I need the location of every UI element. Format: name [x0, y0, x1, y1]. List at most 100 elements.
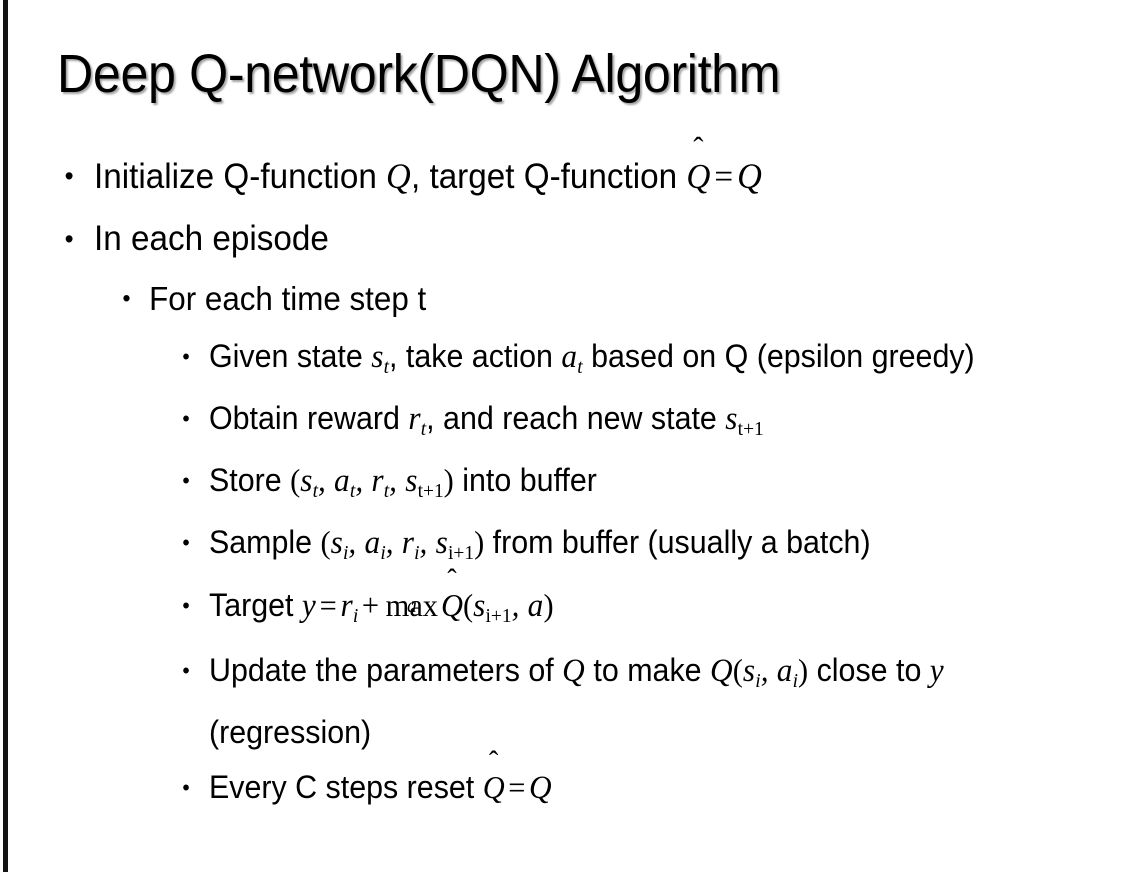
- text-fragment: , take action: [388, 338, 562, 374]
- math-max-under-index: a: [406, 594, 417, 617]
- math-s-subscript: t: [312, 480, 319, 503]
- text-fragment: (regression): [209, 713, 372, 750]
- math-comma: ,: [355, 463, 372, 500]
- math-r-subscript: t: [383, 480, 390, 503]
- math-s: s: [371, 339, 384, 375]
- math-comma: ,: [419, 525, 436, 562]
- slide-body: Initialize Q-function Q, target Q-functi…: [0, 146, 1124, 814]
- math-paren-close: ): [543, 586, 554, 623]
- text-fragment: Update the parameters of: [209, 651, 563, 688]
- bullet-initialize-q: Initialize Q-function Q, target Q-functi…: [0, 146, 1068, 207]
- math-comma: ,: [385, 525, 402, 562]
- text-fragment: into buffer: [453, 462, 597, 499]
- math-q-func: Q: [710, 652, 733, 689]
- math-plus: +: [361, 586, 380, 623]
- math-a: a: [561, 339, 578, 375]
- text-fragment: Store: [209, 462, 291, 499]
- bullet-update-parameters: Update the parameters of Q to make Q(si,…: [0, 645, 1068, 758]
- text-fragment: For each time step t: [149, 280, 427, 317]
- math-s-next: s: [435, 525, 448, 562]
- math-paren-open: (: [732, 651, 743, 688]
- text-fragment: Sample: [209, 524, 321, 561]
- math-q-hat: ̂Q: [441, 580, 463, 630]
- bullet-store-transition: Store (st, at, rt, st+1) into buffer: [0, 455, 1068, 517]
- math-a: a: [334, 463, 350, 500]
- math-comma: ,: [318, 463, 335, 500]
- math-r-subscript: i: [352, 604, 359, 627]
- math-a: a: [776, 652, 793, 689]
- text-fragment: Every C steps reset: [209, 768, 483, 805]
- math-comma: ,: [511, 587, 528, 624]
- math-paren-open: (: [320, 524, 331, 561]
- math-a: a: [364, 525, 381, 562]
- math-a-subscript: i: [792, 669, 799, 692]
- math-s-next-subscript: i+1: [447, 542, 475, 565]
- math-a-subscript: t: [349, 480, 356, 503]
- math-r: r: [340, 587, 353, 624]
- math-a-subscript: i: [380, 542, 386, 565]
- math-q: Q: [562, 652, 585, 689]
- math-s-subscript: i: [343, 542, 349, 565]
- math-paren-close: ): [474, 524, 485, 561]
- bullet-reset-target-network: Every C steps reset ̂Q=Q: [0, 762, 1068, 814]
- bullet-in-each-episode: In each episode: [0, 209, 1068, 269]
- math-s-subscript: t: [383, 356, 389, 379]
- math-y: y: [929, 652, 944, 689]
- math-r: r: [408, 401, 421, 438]
- text-fragment: to make: [584, 651, 711, 688]
- bullet-obtain-reward: Obtain reward rt, and reach new state st…: [0, 393, 1068, 455]
- math-s: s: [330, 525, 344, 562]
- math-q-base: Q: [441, 586, 463, 623]
- text-fragment: close to: [808, 651, 930, 688]
- math-q: Q: [386, 156, 411, 196]
- math-q-hat: ̂Q: [483, 762, 505, 813]
- math-y: y: [301, 587, 317, 624]
- math-equals: =: [714, 157, 734, 196]
- math-q-base: Q: [482, 768, 505, 805]
- math-s: s: [300, 463, 313, 500]
- math-r-subscript: i: [414, 542, 420, 565]
- text-fragment: based on Q (epsilon greedy): [582, 338, 975, 374]
- math-equals: =: [508, 768, 526, 805]
- math-s-next-subscript: t+1: [737, 418, 764, 441]
- bullet-sample-batch: Sample (si, ai, ri, si+1) from buffer (u…: [0, 517, 1068, 579]
- math-comma: ,: [760, 652, 777, 689]
- slide-title: Deep Q-network(DQN) Algorithm: [57, 44, 781, 104]
- math-r-subscript: t: [420, 418, 427, 441]
- text-fragment: In each episode: [94, 219, 329, 258]
- math-r: r: [401, 525, 415, 562]
- math-a-subscript: t: [577, 356, 583, 379]
- math-paren-open: (: [290, 462, 301, 499]
- math-s-subscript: i: [755, 669, 761, 692]
- math-s: s: [742, 652, 756, 689]
- math-comma: ,: [389, 463, 406, 500]
- text-fragment: Given state: [209, 338, 372, 374]
- bullet-for-each-time-step: For each time step t: [0, 271, 1068, 327]
- math-paren-close: ): [798, 651, 809, 688]
- math-q-target: Q: [737, 156, 763, 196]
- math-q: Q: [529, 769, 552, 806]
- bullet-target-equation: Target y=ri+maxâQ(si+1, a): [0, 580, 1068, 641]
- math-s-next: s: [473, 587, 486, 624]
- bullet-given-state: Given state st, take action at based on …: [0, 331, 1068, 393]
- math-comma: ,: [348, 525, 365, 562]
- math-paren-open: (: [462, 586, 474, 623]
- math-s-next-subscript: i+1: [485, 604, 512, 627]
- text-fragment: from buffer (usually a batch): [484, 524, 871, 561]
- math-q-base: Q: [686, 157, 711, 196]
- math-s-next: s: [405, 463, 418, 500]
- math-paren-close: ): [443, 462, 454, 499]
- text-fragment: Obtain reward: [209, 400, 409, 437]
- math-s-next: s: [725, 401, 738, 438]
- text-fragment: , target Q-function: [410, 157, 687, 196]
- math-equals: =: [319, 586, 337, 623]
- math-s-next-subscript: t+1: [417, 480, 444, 503]
- text-fragment: , and reach new state: [426, 400, 726, 437]
- math-r: r: [371, 463, 384, 500]
- text-fragment: Initialize Q-function: [94, 157, 387, 196]
- text-fragment: Target: [209, 586, 302, 623]
- math-q-hat: ̂Q: [686, 147, 710, 207]
- math-max-label: max: [385, 586, 439, 623]
